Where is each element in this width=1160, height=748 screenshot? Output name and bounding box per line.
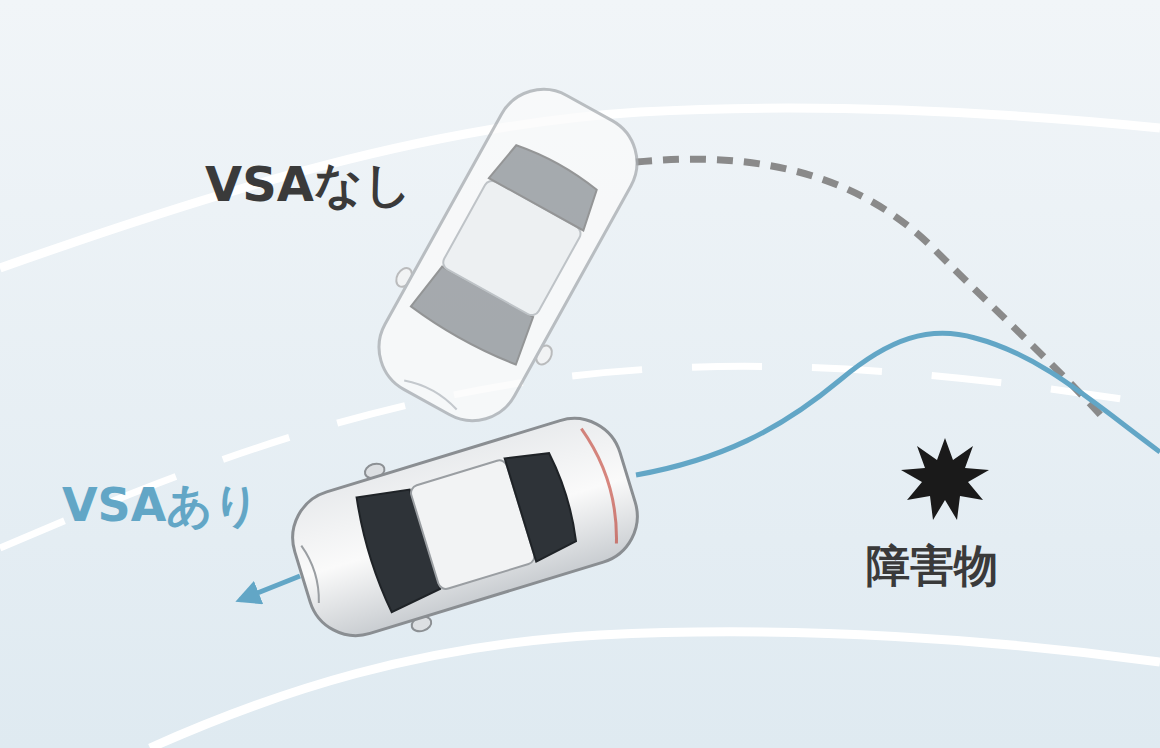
car-without-vsa (350, 66, 665, 444)
trajectory-with-vsa (636, 333, 1160, 475)
direction-arrow (240, 576, 300, 600)
label-text: 障害物 (866, 540, 998, 593)
trajectory-without-vsa (636, 159, 1105, 420)
obstacle-symbol (901, 438, 989, 520)
road-edge-line (150, 632, 1160, 748)
car-with-vsa (277, 394, 653, 660)
label-text: VSAなし (205, 156, 412, 214)
label-text: VSAあり (62, 478, 260, 533)
